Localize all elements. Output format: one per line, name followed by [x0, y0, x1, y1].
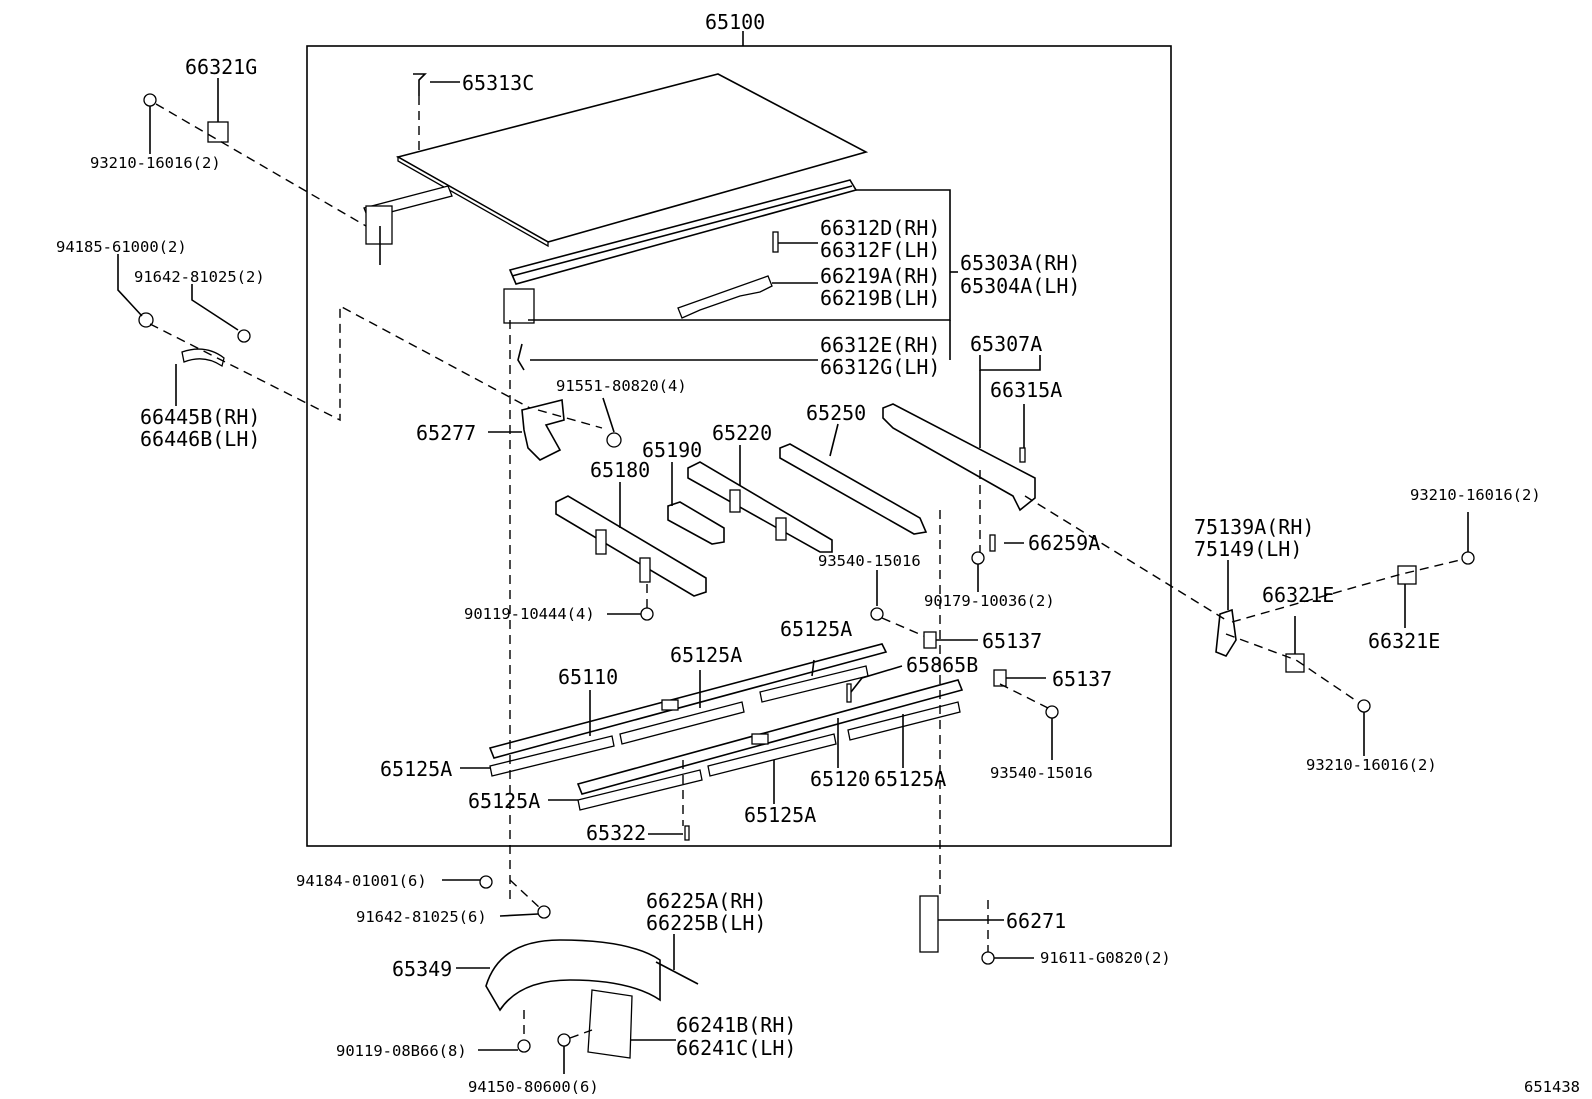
label-65180: 65180: [590, 458, 650, 482]
sill-65120: [576, 679, 964, 795]
label-65110: 65110: [558, 665, 618, 689]
label-66312E: 66312E(RH): [820, 333, 940, 357]
bracket-65277: [521, 398, 565, 461]
label-65220: 65220: [712, 421, 772, 445]
bracket-75139A: [1215, 608, 1237, 657]
label-66312F: 66312F(LH): [820, 238, 940, 262]
label-90179-10036: 90179-10036(2): [924, 592, 1055, 610]
sill-strip-65125A: [707, 733, 837, 777]
assembly-frame-65100: [306, 45, 1172, 847]
rail-65307A: [882, 403, 1036, 512]
diagram-id: 651438: [1524, 1078, 1580, 1096]
mud-flap-66241B: [587, 989, 633, 1059]
hinge-plate: [503, 288, 535, 324]
label-66312G: 66312G(LH): [820, 355, 940, 379]
label-66241B: 66241B(RH): [676, 1013, 796, 1037]
label-93540-15016: 93540-15016: [818, 552, 921, 570]
crossmember-65220: [687, 461, 833, 553]
floor-panel: [395, 73, 869, 243]
label-91642-81025: 91642-81025(2): [134, 268, 265, 286]
label-66219B: 66219B(LH): [820, 286, 940, 310]
cushion-66321G: [207, 121, 229, 143]
label-65125A: 65125A: [874, 767, 946, 791]
mud-flap-bracket-66445B: [181, 348, 225, 368]
label-66315A: 66315A: [990, 378, 1062, 402]
mud-guard-65349: [485, 939, 661, 1012]
label-65125A: 65125A: [670, 643, 742, 667]
label-94185-61000: 94185-61000(2): [56, 238, 187, 256]
cushion-66321E: [1397, 565, 1417, 585]
label-65322: 65322: [586, 821, 646, 845]
label-65125A: 65125A: [380, 757, 452, 781]
label-65304A: 65304A(LH): [960, 274, 1080, 298]
label-65120: 65120: [810, 767, 870, 791]
step-66271: [919, 895, 939, 953]
label-90119-10444: 90119-10444(4): [464, 605, 595, 623]
label-90119-08B66: 90119-08B66(8): [336, 1042, 467, 1060]
label-66446B: 66446B(LH): [140, 427, 260, 451]
corner-bracket: [365, 205, 393, 245]
label-75149: 75149(LH): [1194, 537, 1302, 561]
crossmember-65180: [555, 495, 707, 597]
label-66259A: 66259A: [1028, 531, 1100, 555]
label-91642-81025: 91642-81025(6): [356, 908, 487, 926]
crossmember-65190: [667, 501, 725, 545]
label-66225A: 66225A(RH): [646, 889, 766, 913]
label-94150-80600: 94150-80600(6): [468, 1078, 599, 1096]
sill-strip-65125A: [577, 769, 703, 811]
label-65190: 65190: [642, 438, 702, 462]
label-91551-80820: 91551-80820(4): [556, 377, 687, 395]
label-65250: 65250: [806, 401, 866, 425]
label-66271: 66271: [1006, 909, 1066, 933]
sill-strip-65125A: [489, 735, 615, 777]
label-66219A: 66219A(RH): [820, 264, 940, 288]
sill-strip-65125A: [847, 701, 961, 741]
sill-strip-65125A: [619, 701, 745, 745]
label-65137: 65137: [1052, 667, 1112, 691]
label-66445B: 66445B(RH): [140, 405, 260, 429]
label-93210-16016: 93210-16016(2): [1306, 756, 1437, 774]
label-66225B: 66225B(LH): [646, 911, 766, 935]
label-65125A: 65125A: [468, 789, 540, 813]
label-65303A: 65303A(RH): [960, 251, 1080, 275]
label-66321G: 66321G: [185, 55, 257, 79]
label-66321E: 66321E: [1368, 629, 1440, 653]
label-66241C: 66241C(LH): [676, 1036, 796, 1060]
label-65137: 65137: [982, 629, 1042, 653]
label-65307A: 65307A: [970, 332, 1042, 356]
label-75139A: 75139A(RH): [1194, 515, 1314, 539]
label-65277: 65277: [416, 421, 476, 445]
label-66312D: 66312D(RH): [820, 216, 940, 240]
label-93540-15016: 93540-15016: [990, 764, 1093, 782]
bracket-66219: [677, 275, 773, 319]
label-93210-16016: 93210-16016(2): [1410, 486, 1541, 504]
label-65313C: 65313C: [462, 71, 534, 95]
label-93210-16016: 93210-16016(2): [90, 154, 221, 172]
label-94184-01001: 94184-01001(6): [296, 872, 427, 890]
crossmember-65250: [779, 443, 928, 535]
label-91611-G0820: 91611-G0820(2): [1040, 949, 1171, 967]
label-65349: 65349: [392, 957, 452, 981]
sill-65110: [488, 643, 888, 759]
label-66321E: 66321E: [1262, 583, 1334, 607]
label-65865B: 65865B: [906, 653, 978, 677]
label-65100: 65100: [705, 10, 765, 34]
label-65125A: 65125A: [744, 803, 816, 827]
label-65125A: 65125A: [780, 617, 852, 641]
